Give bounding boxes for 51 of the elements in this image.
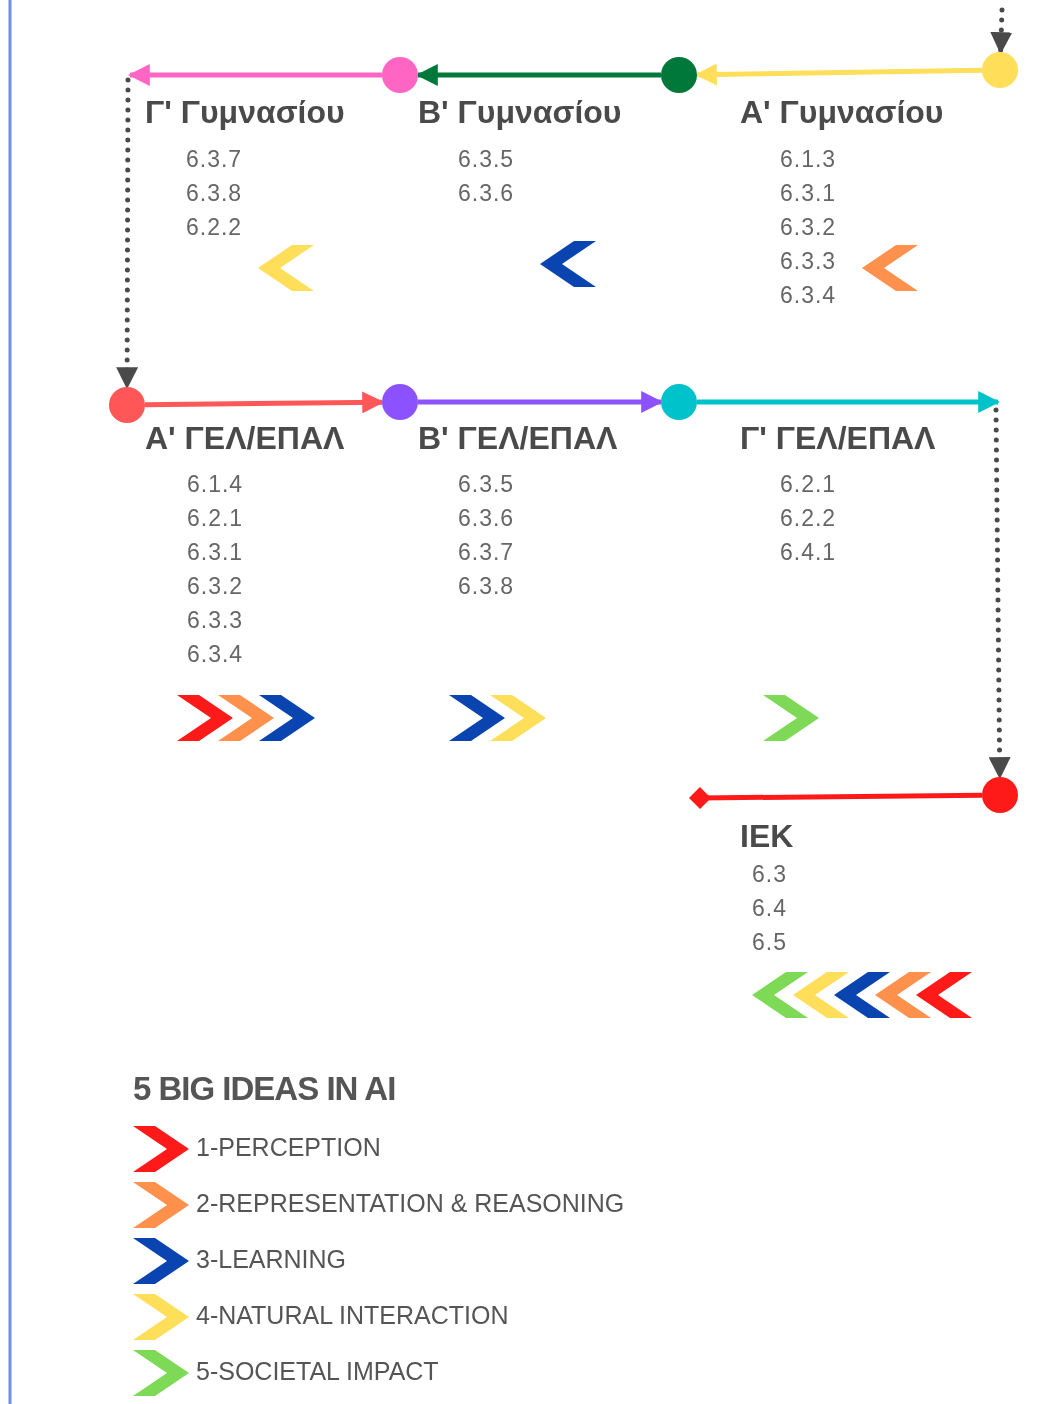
outcome-code: 6.3.3 xyxy=(187,607,244,634)
stage-heading: ΙΕΚ xyxy=(740,818,794,855)
outcome-code: 6.5 xyxy=(752,929,787,956)
stage-heading: Α' ΓΕΛ/ΕΠΑΛ xyxy=(145,420,345,457)
outcome-code: 6.3.1 xyxy=(780,180,837,207)
outcome-code: 6.3.7 xyxy=(186,146,243,173)
outcome-code: 6.3.4 xyxy=(187,641,244,668)
stage-heading: Β' Γυμνασίου xyxy=(418,94,622,131)
dotted-arrow xyxy=(988,407,1011,780)
outcome-code: 6.3.6 xyxy=(458,180,515,207)
outcome-code: 6.3.4 xyxy=(780,282,837,309)
outcome-code: 6.3.5 xyxy=(458,146,515,173)
outcome-code: 6.3.2 xyxy=(780,214,837,241)
outcome-code: 6.4.1 xyxy=(780,539,837,566)
stage-heading: Α' Γυμνασίου xyxy=(740,94,944,131)
timeline-dot xyxy=(382,57,418,93)
legend-text: 2-REPRESENTATION & REASONING xyxy=(196,1189,625,1218)
outcome-code: 6.3 xyxy=(752,861,787,888)
timeline-dot xyxy=(661,57,697,93)
outcome-code: 6.3.8 xyxy=(186,180,243,207)
outcome-code: 6.3.3 xyxy=(780,248,837,275)
legend-text: 1-PERCEPTION xyxy=(196,1133,381,1162)
outcome-code: 6.3.6 xyxy=(458,505,515,532)
outcome-code: 6.1.3 xyxy=(780,146,837,173)
timeline-dot xyxy=(661,384,697,420)
stage-heading: Β' ΓΕΛ/ΕΠΑΛ xyxy=(418,420,618,457)
timeline-dot xyxy=(382,384,418,420)
outcome-code: 6.3.5 xyxy=(458,471,515,498)
dotted-arrow xyxy=(116,77,139,390)
outcome-code: 6.3.7 xyxy=(458,539,515,566)
outcome-code: 6.2.1 xyxy=(187,505,244,532)
legend-text: 5-SOCIETAL IMPACT xyxy=(196,1357,439,1386)
legend-text: 4-NATURAL INTERACTION xyxy=(196,1301,509,1330)
outcome-code: 6.3.8 xyxy=(458,573,515,600)
stage-heading: Γ' Γυμνασίου xyxy=(145,94,345,131)
outcome-code: 6.3.1 xyxy=(187,539,244,566)
outcome-code: 6.1.4 xyxy=(187,471,244,498)
arrow xyxy=(697,391,1001,413)
outcome-code: 6.2.2 xyxy=(780,505,837,532)
arrow xyxy=(127,64,382,86)
timeline-dot xyxy=(109,387,145,423)
timeline-dot xyxy=(982,52,1018,88)
outcome-code: 6.4 xyxy=(752,895,787,922)
timeline-dot xyxy=(982,777,1018,813)
outcome-code: 6.3.2 xyxy=(187,573,244,600)
dotted-arrow xyxy=(990,7,1013,55)
stage-heading: Γ' ΓΕΛ/ΕΠΑΛ xyxy=(740,420,936,457)
outcome-code: 6.2.2 xyxy=(186,214,243,241)
legend-title: 5 BIG IDEAS IN AI xyxy=(133,1070,396,1108)
outcome-code: 6.2.1 xyxy=(780,471,837,498)
legend-text: 3-LEARNING xyxy=(196,1245,347,1274)
